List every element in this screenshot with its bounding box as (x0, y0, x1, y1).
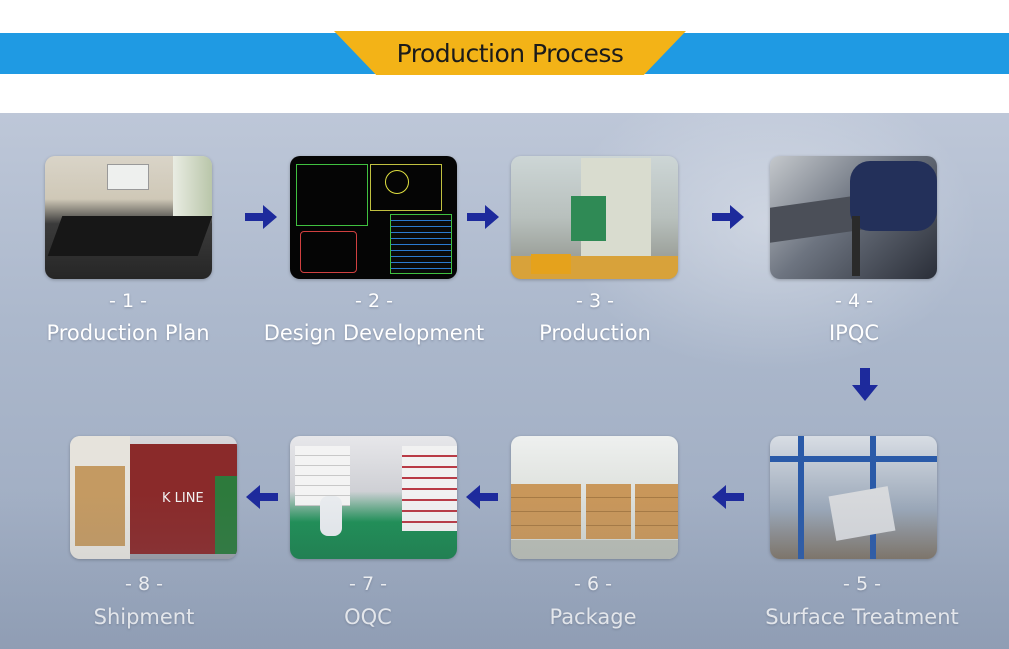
step-label-1: Production Plan (46, 321, 210, 345)
shipment-photo: K LINE (70, 436, 237, 559)
step-number-2: - 2 - (355, 290, 393, 312)
step-number-8: - 8 - (125, 573, 163, 595)
step-label-5: Surface Treatment (765, 605, 959, 629)
step-number-3: - 3 - (576, 290, 614, 312)
design-development-photo (290, 156, 457, 279)
arrow-right-icon (245, 205, 277, 229)
page-title: Production Process (396, 38, 624, 68)
arrow-left-icon (712, 485, 744, 509)
title-badge: Production Process (334, 31, 686, 75)
arrow-down-icon (852, 368, 878, 401)
step-number-6: - 6 - (574, 573, 612, 595)
step-number-7: - 7 - (349, 573, 387, 595)
step-label-2: Design Development (263, 321, 485, 345)
arrow-left-icon (466, 485, 498, 509)
step-label-8: Shipment (93, 605, 195, 629)
ipqc-photo (770, 156, 937, 279)
arrow-right-icon (712, 205, 744, 229)
step-label-6: Package (549, 605, 637, 629)
oqc-photo (290, 436, 457, 559)
arrow-left-icon (246, 485, 278, 509)
surface-treatment-photo (770, 436, 937, 559)
step-number-1: - 1 - (109, 290, 147, 312)
package-photo (511, 436, 678, 559)
step-number-5: - 5 - (843, 573, 881, 595)
step-number-4: - 4 - (835, 290, 873, 312)
step-label-7: OQC (344, 605, 392, 629)
process-panel: - 1 - Production Plan - 2 - Design Devel… (0, 113, 1009, 649)
step-label-4: IPQC (828, 321, 880, 345)
step-label-3: Production (539, 321, 651, 345)
arrow-right-icon (467, 205, 499, 229)
container-brand-text: K LINE (162, 491, 204, 506)
production-photo (511, 156, 678, 279)
production-plan-photo (45, 156, 212, 279)
